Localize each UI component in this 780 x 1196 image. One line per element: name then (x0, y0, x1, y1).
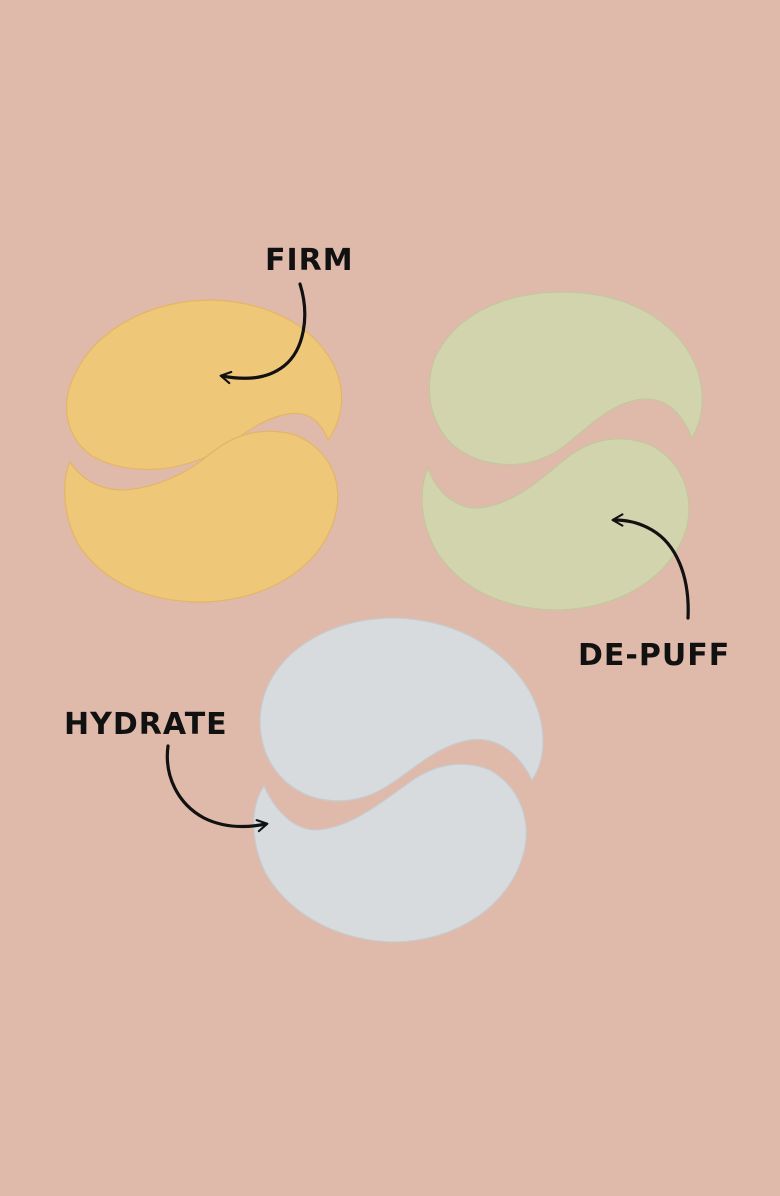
hydrate-patch-pair (253, 617, 544, 943)
firm-patch-bottom (64, 430, 339, 603)
depuff-patch-pair (421, 291, 703, 611)
hydrate-patch-bottom (253, 763, 527, 943)
firm-patch-pair (64, 299, 343, 603)
depuff-label: DE-PUFF (578, 638, 731, 673)
firm-patch-top (66, 299, 343, 470)
hydrate-patch-top (259, 617, 544, 802)
depuff-patch-top (428, 291, 703, 466)
hydrate-arrow (165, 744, 269, 833)
depuff-patch-bottom (421, 438, 690, 611)
firm-arrow (219, 282, 307, 385)
depuff-arrow (611, 513, 690, 620)
hydrate-label: HYDRATE (64, 707, 228, 742)
firm-label: FIRM (265, 243, 354, 278)
